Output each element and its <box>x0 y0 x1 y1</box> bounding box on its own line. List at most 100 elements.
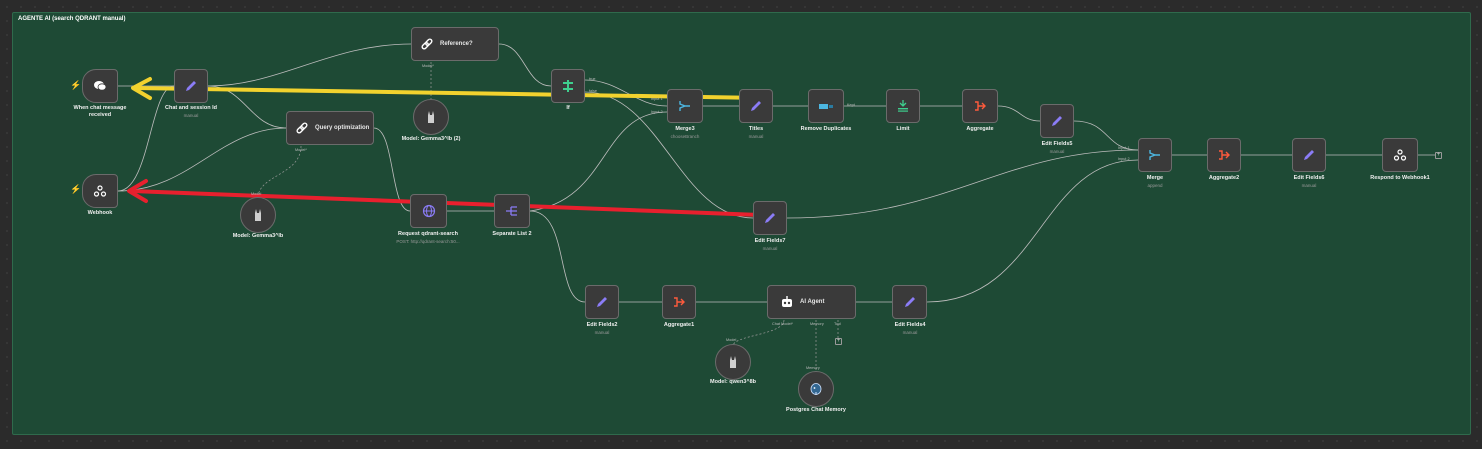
node-label: Aggregate2 <box>1208 175 1240 181</box>
node-sublabel: manual <box>1049 149 1065 154</box>
node-sublabel: POST: http://qdrant-search:50... <box>396 239 460 244</box>
node-label: Request qdrant-search <box>398 231 458 237</box>
node-titles[interactable] <box>739 89 773 123</box>
if-split-icon <box>563 80 573 92</box>
edge-webhook-to-query <box>117 127 287 192</box>
pencil-icon <box>1304 150 1314 160</box>
pencil-icon <box>765 213 775 223</box>
node-edit-fields5[interactable] <box>1040 104 1074 138</box>
webhook-icon <box>93 185 107 197</box>
node-edit-fields4[interactable] <box>892 285 927 319</box>
node-sublabel: manual <box>748 134 764 139</box>
edge-session-to-query <box>207 85 287 129</box>
node-aggregate2[interactable] <box>1207 138 1241 172</box>
port-label: Model* <box>422 64 434 68</box>
pencil-icon <box>1052 116 1062 126</box>
node-sublabel: manual <box>762 246 778 251</box>
port-label: Model* <box>295 148 307 152</box>
node-if[interactable] <box>551 69 585 103</box>
sticky-title: AGENTE AI (search QDRANT manual) <box>18 16 126 22</box>
node-postgres-memory[interactable] <box>798 371 834 407</box>
port-label: Memory <box>806 366 820 370</box>
edge-separate-to-edit2 <box>529 210 586 303</box>
node-label: AI Agent <box>800 299 825 305</box>
node-label: Model: Gemma3^lb <box>232 233 284 239</box>
port-label: Kept <box>847 103 855 107</box>
node-label: Edit Fields4 <box>894 322 926 328</box>
node-label: Remove Duplicates <box>800 126 852 132</box>
merge-icon <box>679 101 690 111</box>
node-webhook[interactable] <box>82 174 118 208</box>
node-edit-fields6[interactable] <box>1292 138 1326 172</box>
port-label: Chat Model* <box>772 322 793 326</box>
node-label: When chat message received <box>73 105 127 118</box>
node-label: Model: Gemma3^lb (2) <box>401 136 461 142</box>
node-request-qdrant[interactable] <box>410 194 447 228</box>
pencil-icon <box>186 81 196 91</box>
node-query-optimization[interactable]: Query optimization <box>286 111 374 145</box>
node-label: Edit Fields2 <box>586 322 618 328</box>
node-label: Model: qwen3^8b <box>710 379 756 385</box>
node-edit-fields2[interactable] <box>585 285 619 319</box>
link-icon <box>296 122 308 134</box>
edge-session-to-reference <box>207 43 412 87</box>
port-label: Input 1 <box>1118 146 1130 150</box>
port-label: Input 2 <box>651 110 663 114</box>
edge-webhook-to-session <box>117 85 175 192</box>
node-limit[interactable] <box>886 89 920 123</box>
postgres-icon <box>810 383 822 395</box>
node-label: Merge <box>1146 175 1164 181</box>
edge-edit5-to-merge <box>1073 120 1139 151</box>
port-label: Tool <box>834 322 841 326</box>
node-model-gemma-2[interactable] <box>413 99 449 135</box>
node-sublabel: manual <box>1301 183 1317 188</box>
aggregate-icon <box>674 297 685 307</box>
node-edit-fields7[interactable] <box>753 201 787 235</box>
node-sublabel: manual <box>594 330 610 335</box>
node-aggregate[interactable] <box>962 89 998 123</box>
yellow-arrowhead <box>131 77 152 100</box>
node-remove-duplicates[interactable] <box>808 89 844 123</box>
link-icon <box>421 38 433 50</box>
port-label: false <box>589 89 598 93</box>
add-node-button[interactable]: + <box>1435 152 1442 159</box>
aggregate-icon <box>1219 150 1230 160</box>
node-label: Edit Fields7 <box>754 238 786 244</box>
remove-duplicates-icon <box>819 104 833 109</box>
node-label: Separate List 2 <box>492 231 532 237</box>
red-arrowhead <box>127 179 148 203</box>
node-label: If <box>566 105 570 111</box>
node-label: Aggregate1 <box>663 322 695 328</box>
globe-icon <box>422 204 435 218</box>
node-chat-session[interactable] <box>174 69 208 103</box>
node-chat-trigger[interactable] <box>82 69 118 103</box>
port-label: Model <box>251 192 262 196</box>
node-sublabel: manual <box>183 113 199 118</box>
node-ai-agent[interactable]: AI Agent <box>767 285 856 319</box>
add-tool-button[interactable]: + <box>835 338 842 345</box>
llama-icon <box>255 209 261 221</box>
node-label: Edit Fields6 <box>1293 175 1325 181</box>
node-aggregate1[interactable] <box>662 285 696 319</box>
node-respond-webhook[interactable] <box>1382 138 1418 172</box>
split-list-icon <box>506 206 517 216</box>
node-merge[interactable] <box>1138 138 1172 172</box>
trigger-bolt-icon: ⚡ <box>70 184 82 194</box>
edge-reference-to-if <box>498 43 552 87</box>
llama-icon <box>730 356 736 368</box>
node-sublabel: manual <box>902 330 918 335</box>
node-label: Merge3 <box>675 126 695 132</box>
node-label: Chat and session Id <box>165 105 217 111</box>
edge-model-qwen <box>732 319 785 347</box>
node-label: Respond to Webhook1 <box>1370 175 1430 181</box>
node-model-gemma[interactable] <box>240 197 276 233</box>
robot-icon <box>782 296 792 307</box>
node-reference[interactable]: Reference? <box>411 27 499 61</box>
node-sublabel: append <box>1147 183 1163 188</box>
edge-edit4-to-merge <box>926 159 1139 303</box>
node-model-qwen[interactable] <box>715 344 751 380</box>
node-separate-list[interactable] <box>494 194 530 228</box>
aggregate-icon <box>975 101 986 111</box>
node-merge3[interactable] <box>667 89 703 123</box>
trigger-bolt-icon: ⚡ <box>70 80 82 90</box>
